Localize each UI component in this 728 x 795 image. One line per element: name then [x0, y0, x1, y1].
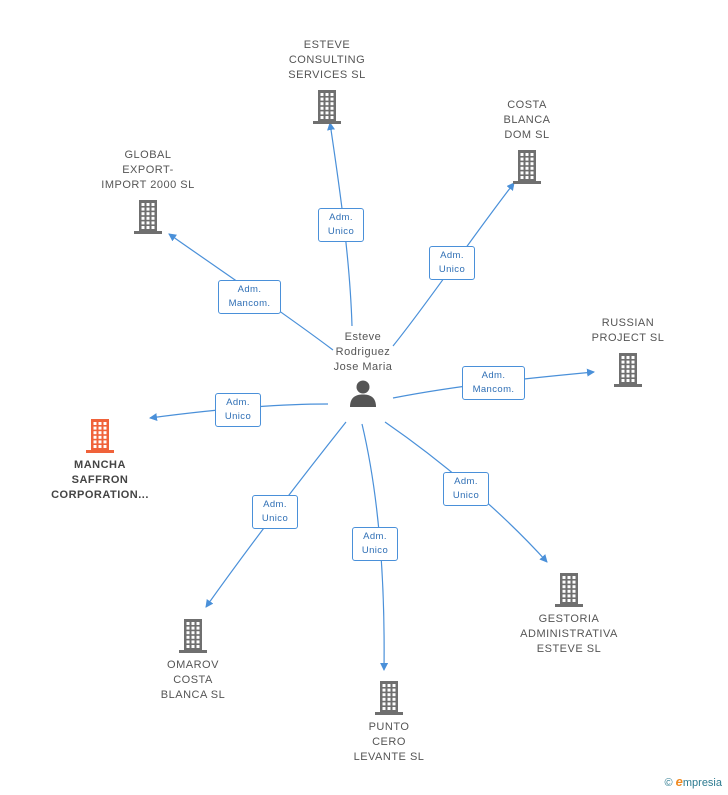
copyright-symbol: ©: [664, 777, 673, 789]
edge-role-label[interactable]: Adm. Unico: [352, 527, 398, 561]
company-name: RUSSIAN PROJECT SL: [591, 317, 665, 344]
company-name: COSTA BLANCA DOM SL: [503, 99, 551, 141]
company-name: GLOBAL EXPORT- IMPORT 2000 SL: [101, 149, 195, 191]
person-name: Esteve Rodriguez Jose Maria: [333, 331, 393, 373]
building-icon: [86, 419, 114, 453]
edge-role-label[interactable]: Adm. Unico: [252, 495, 298, 529]
company-node-costa-blanca-dom[interactable]: COSTA BLANCA DOM SL: [462, 98, 592, 185]
brand-initial: e: [675, 774, 683, 789]
company-node-omarov[interactable]: OMAROV COSTA BLANCA SL: [128, 618, 258, 703]
edge-role-label[interactable]: Adm. Unico: [429, 246, 475, 280]
building-icon: [375, 681, 403, 715]
edge-role-label[interactable]: Adm. Unico: [318, 208, 364, 242]
building-icon: [134, 200, 162, 234]
edge-role-label[interactable]: Adm. Unico: [443, 472, 489, 506]
company-name: OMAROV COSTA BLANCA SL: [160, 659, 226, 701]
center-person[interactable]: Esteve Rodriguez Jose Maria: [320, 330, 406, 408]
edge-role-label[interactable]: Adm. Unico: [215, 393, 261, 427]
company-node-mancha-saffron[interactable]: MANCHA SAFFRON CORPORATION...: [35, 418, 165, 503]
building-icon: [513, 150, 541, 184]
company-name: GESTORIA ADMINISTRATIVA ESTEVE SL: [520, 613, 618, 655]
company-node-russian-project[interactable]: RUSSIAN PROJECT SL: [563, 316, 693, 388]
person-icon: [350, 380, 376, 407]
company-node-esteve-consulting[interactable]: ESTEVE CONSULTING SERVICES SL: [262, 38, 392, 125]
brand-name: mpresia: [682, 777, 722, 789]
company-node-punto-cero[interactable]: PUNTO CERO LEVANTE SL: [324, 680, 454, 765]
company-node-global-export[interactable]: GLOBAL EXPORT- IMPORT 2000 SL: [83, 148, 213, 235]
company-name: MANCHA SAFFRON CORPORATION...: [51, 459, 149, 501]
company-node-gestoria[interactable]: GESTORIA ADMINISTRATIVA ESTEVE SL: [504, 572, 634, 657]
edge-role-label[interactable]: Adm. Mancom.: [462, 366, 525, 400]
brand-footer: © empresia: [664, 774, 722, 789]
building-icon: [614, 353, 642, 387]
company-name: PUNTO CERO LEVANTE SL: [353, 721, 425, 763]
company-name: ESTEVE CONSULTING SERVICES SL: [288, 39, 366, 81]
building-icon: [179, 619, 207, 653]
edge-role-label[interactable]: Adm. Mancom.: [218, 280, 281, 314]
building-icon: [313, 90, 341, 124]
building-icon: [555, 573, 583, 607]
